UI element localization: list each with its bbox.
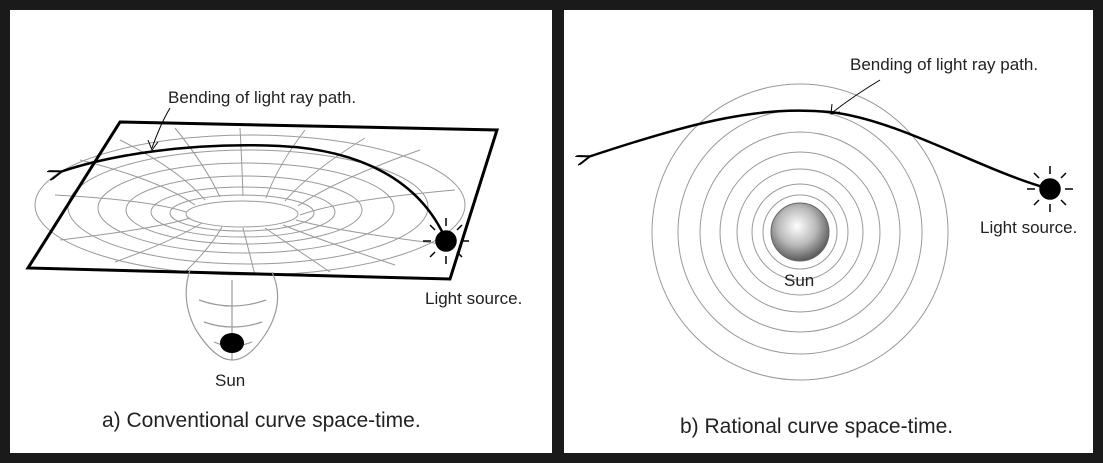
annotation-pointer: [832, 79, 881, 113]
pointer-arrowhead: [830, 103, 841, 115]
annotation-pointer: [151, 107, 171, 149]
light-ray-path: [60, 144, 448, 241]
left-caption: a) Conventional curve space-time.: [102, 409, 421, 432]
funnel-tube: [185, 269, 279, 361]
pointer-arrowhead: [147, 139, 159, 152]
panel-divider: [552, 5, 564, 458]
right-caption: b) Rational curve space-time.: [680, 415, 954, 438]
left-diagram: [25, 107, 500, 361]
left-sun-label: Sun: [215, 371, 246, 390]
left-annotation-label: Bending of light ray path.: [168, 88, 357, 107]
right-light-source-label: Light source.: [980, 218, 1078, 237]
light-ray-path: [588, 109, 1051, 191]
right-diagram: [588, 79, 1073, 381]
funnel-radials: [54, 127, 456, 276]
right-annotation-label: Bending of light ray path.: [850, 55, 1039, 74]
left-light-source-label: Light source.: [425, 289, 523, 308]
spacetime-sheet: [25, 120, 500, 281]
light-source-star: [1027, 166, 1073, 212]
right-sun-label: Sun: [784, 271, 815, 290]
light-source-star: [423, 218, 469, 264]
sun-sphere: [770, 202, 830, 262]
sun-ball: [220, 333, 244, 353]
